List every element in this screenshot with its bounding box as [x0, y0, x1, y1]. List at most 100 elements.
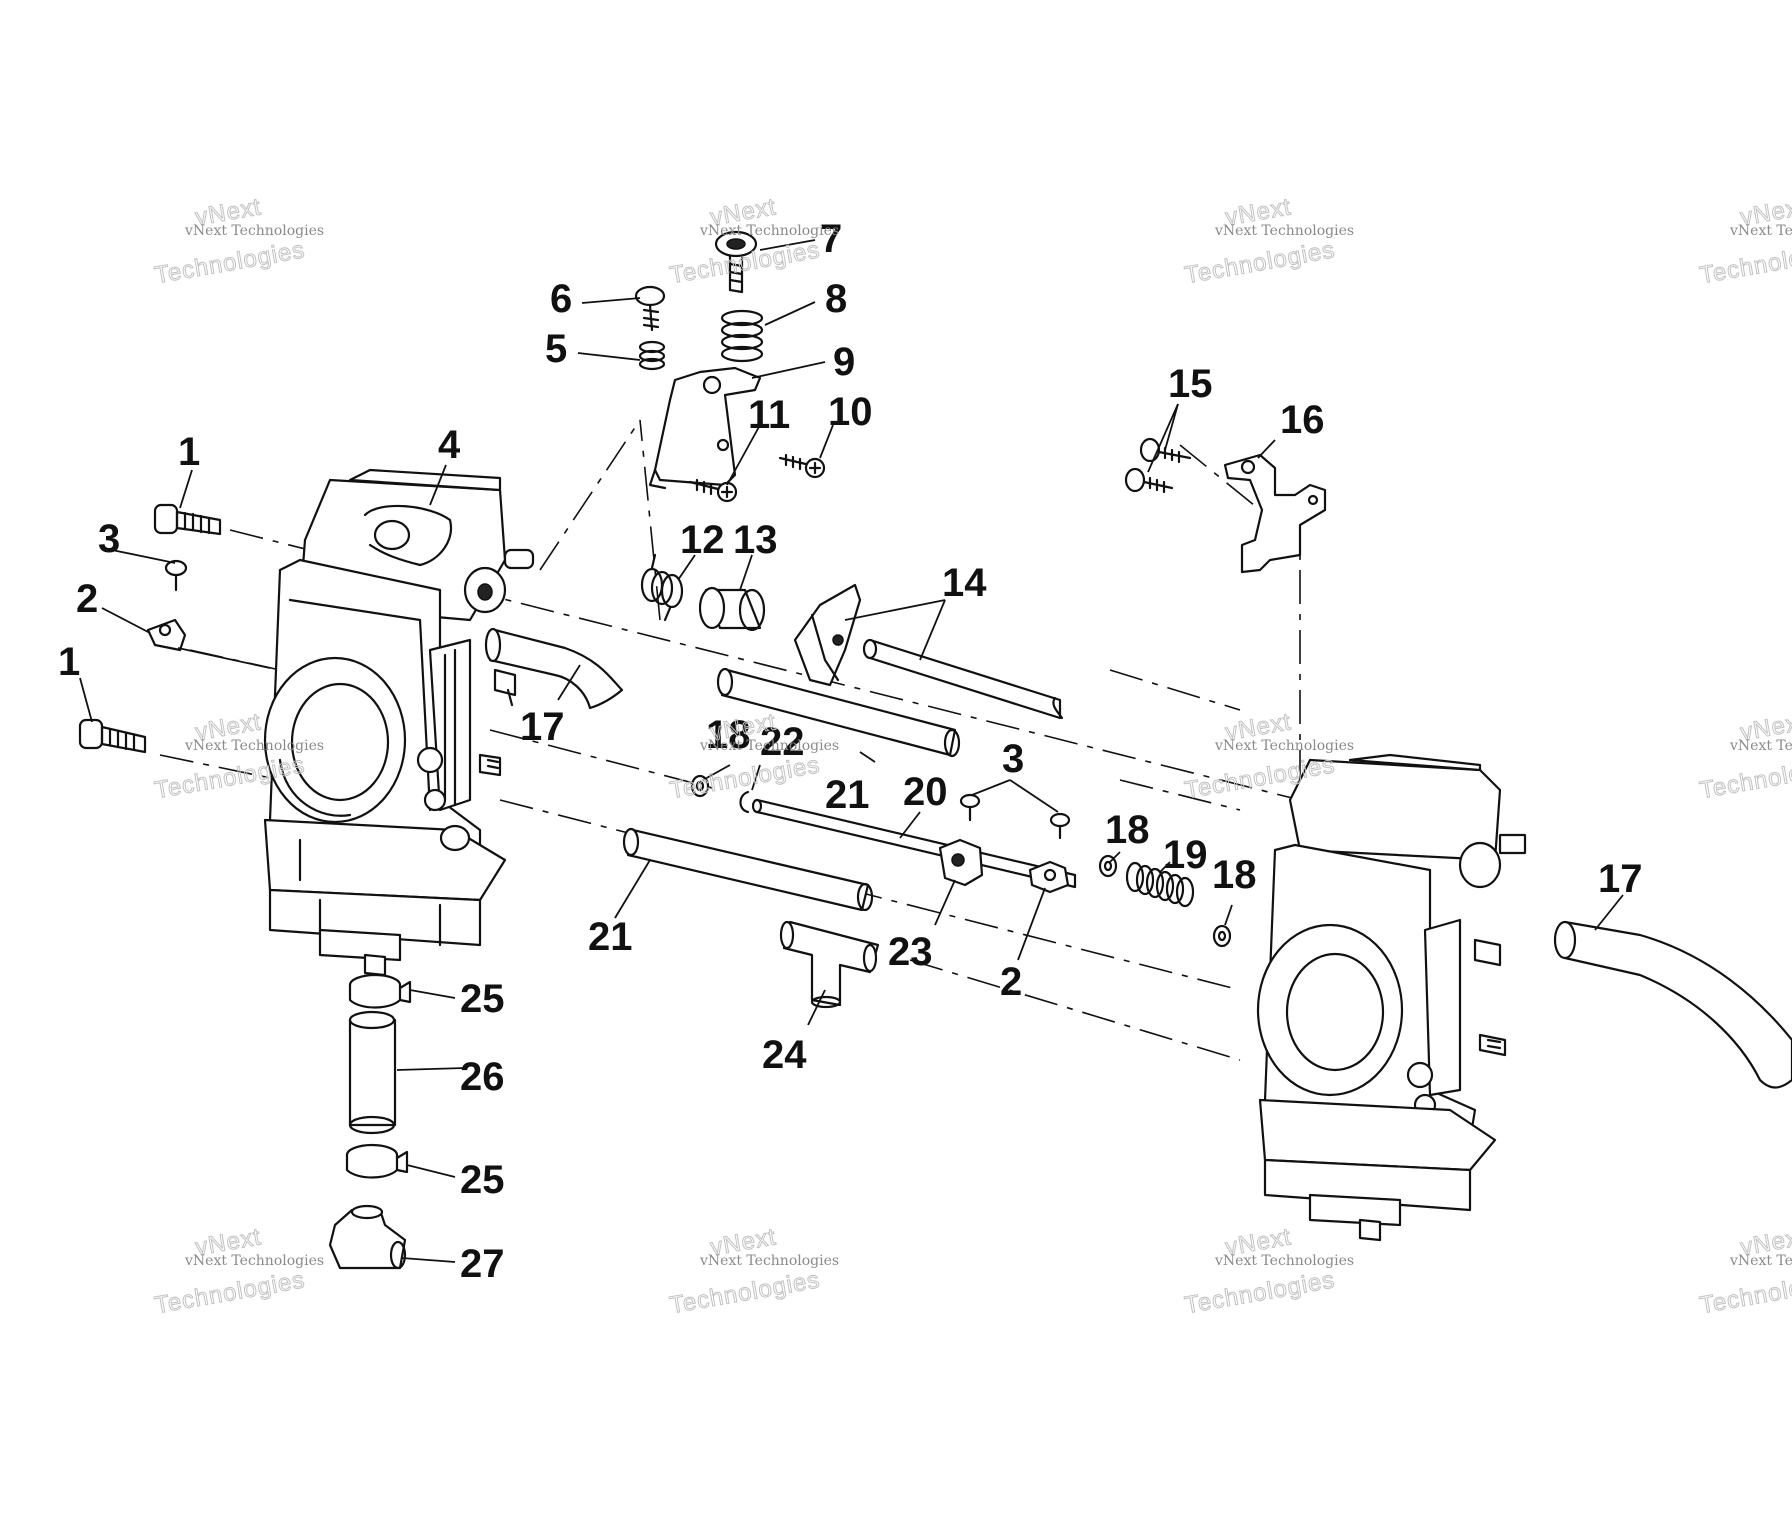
tube-21-upper: [716, 667, 961, 758]
callout-3-mid: 3: [1002, 737, 1024, 781]
tee-24: [779, 920, 880, 1009]
bracket-9: [648, 366, 762, 490]
callout-2-left: 2: [76, 577, 98, 621]
washer-18-right: [1212, 924, 1232, 948]
callout-18-left: 18: [706, 713, 751, 757]
clip-2-mid: [1028, 860, 1070, 894]
callout-12: 12: [680, 518, 725, 562]
watermark: vNext vNext Technologies Technologies: [152, 193, 324, 290]
svg-text:Technologies: Technologies: [1698, 236, 1792, 289]
bracket-16: [1223, 453, 1327, 574]
callout-1-upper: 1: [178, 430, 200, 474]
callout-6: 6: [550, 277, 572, 321]
svg-text:vNext Technologies: vNext Technologies: [699, 1253, 839, 1269]
right-carburetor: [1256, 753, 1527, 1242]
svg-text:Technologies: Technologies: [668, 1266, 822, 1319]
bolt-lower: [78, 718, 147, 754]
tube-21-lower: [622, 827, 874, 912]
callout-13: 13: [733, 518, 778, 562]
clip-22: [739, 790, 750, 814]
callout-4: 4: [438, 423, 461, 467]
svg-text:vNext Technologies: vNext Technologies: [1729, 1253, 1792, 1269]
svg-text:Technologies: Technologies: [668, 751, 822, 804]
washer-18-left: [690, 774, 710, 798]
watermark: vNext vNext Technologies Technologies: [1697, 193, 1792, 290]
callout-3-left: 3: [98, 517, 120, 561]
callout-22: 22: [760, 720, 805, 764]
svg-text:Technologies: Technologies: [153, 1266, 307, 1319]
callout-2-mid: 2: [1000, 960, 1022, 1004]
callout-10: 10: [828, 390, 873, 434]
svg-text:vNext Technologies: vNext Technologies: [1729, 738, 1792, 754]
svg-text:vNext Technologies: vNext Technologies: [1214, 1253, 1354, 1269]
callout-1-lower: 1: [58, 640, 80, 684]
screw-11: [688, 478, 738, 503]
callout-labels: 1 1 2 2 3 3 4 5 6 7 8 9 10 11 12 13 14 1…: [58, 217, 1643, 1286]
svg-text:Technologies: Technologies: [1698, 751, 1792, 804]
callout-19: 19: [1163, 833, 1208, 877]
svg-text:Technologies: Technologies: [153, 236, 307, 289]
bolt-upper: [153, 503, 222, 536]
clip-left: [146, 618, 187, 652]
callout-25-upper: 25: [460, 977, 505, 1021]
screw-6: [634, 285, 666, 332]
watermark: vNext vNext Technologies Technologies: [1697, 708, 1792, 805]
watermark: vNext vNext Technologies Technologies: [1182, 1223, 1354, 1320]
callout-20: 20: [903, 770, 948, 814]
watermark: vNext vNext Technologies Technologies: [152, 1223, 324, 1320]
screw-3-mid-b: [1049, 812, 1071, 840]
callout-24: 24: [762, 1033, 807, 1077]
callout-23: 23: [888, 930, 933, 974]
callout-21-upper: 21: [825, 773, 870, 817]
svg-text:vNext Technologies: vNext Technologies: [1214, 223, 1354, 239]
svg-text:Technologies: Technologies: [1698, 1266, 1792, 1319]
callout-26: 26: [460, 1055, 505, 1099]
spring-8: [720, 309, 764, 363]
callout-17-right: 17: [1598, 857, 1643, 901]
left-carburetor: [263, 468, 535, 977]
watermark: vNext vNext Technologies Technologies: [667, 1223, 839, 1320]
adjuster-7: [714, 230, 758, 294]
screws-15: [1124, 437, 1192, 494]
watermark: vNext vNext Technologies Technologies: [1182, 193, 1354, 290]
hose-17-right: [1553, 920, 1792, 1089]
callout-25-lower: 25: [460, 1158, 505, 1202]
svg-text:vNext Technologies: vNext Technologies: [699, 223, 839, 239]
cam-shaft-14: [793, 583, 1064, 720]
tee-27: [328, 1204, 407, 1270]
callout-5: 5: [545, 327, 567, 371]
clamp-25-upper: [348, 973, 412, 1009]
svg-text:Technologies: Technologies: [1183, 236, 1337, 289]
svg-text:vNext Technologies: vNext Technologies: [184, 738, 324, 754]
callout-15: 15: [1168, 362, 1213, 406]
spring-5: [638, 340, 666, 371]
spring-19: [1125, 861, 1195, 908]
callout-18-mid: 18: [1105, 808, 1150, 852]
screw-10: [778, 453, 826, 479]
collar-13: [698, 586, 766, 632]
svg-text:vNext Technologies: vNext Technologies: [184, 223, 324, 239]
svg-text:vNext Technologies: vNext Technologies: [1729, 223, 1792, 239]
svg-text:Technologies: Technologies: [1183, 1266, 1337, 1319]
callout-11: 11: [748, 393, 790, 437]
spring-12: [640, 553, 684, 622]
svg-text:vNext Technologies: vNext Technologies: [1214, 738, 1354, 754]
svg-text:vNext Technologies: vNext Technologies: [184, 1253, 324, 1269]
hose-17-left: [484, 627, 624, 710]
hardware-parts: [78, 230, 1792, 1270]
callout-27: 27: [460, 1242, 505, 1286]
hose-26: [348, 1010, 397, 1135]
clamp-25-lower: [345, 1143, 409, 1179]
watermark: vNext vNext Technologies Technologies: [667, 708, 839, 805]
callout-8: 8: [825, 277, 847, 321]
callout-18-right: 18: [1212, 853, 1257, 897]
screw-left: [164, 559, 188, 592]
svg-text:vNext Technologies: vNext Technologies: [699, 738, 839, 754]
screw-3-mid-a: [959, 793, 981, 822]
watermark: vNext vNext Technologies Technologies: [1697, 1223, 1792, 1320]
lever-23: [938, 838, 984, 887]
callout-16: 16: [1280, 398, 1325, 442]
callout-17-left: 17: [520, 705, 565, 749]
leader-lines: [79, 239, 1624, 1263]
